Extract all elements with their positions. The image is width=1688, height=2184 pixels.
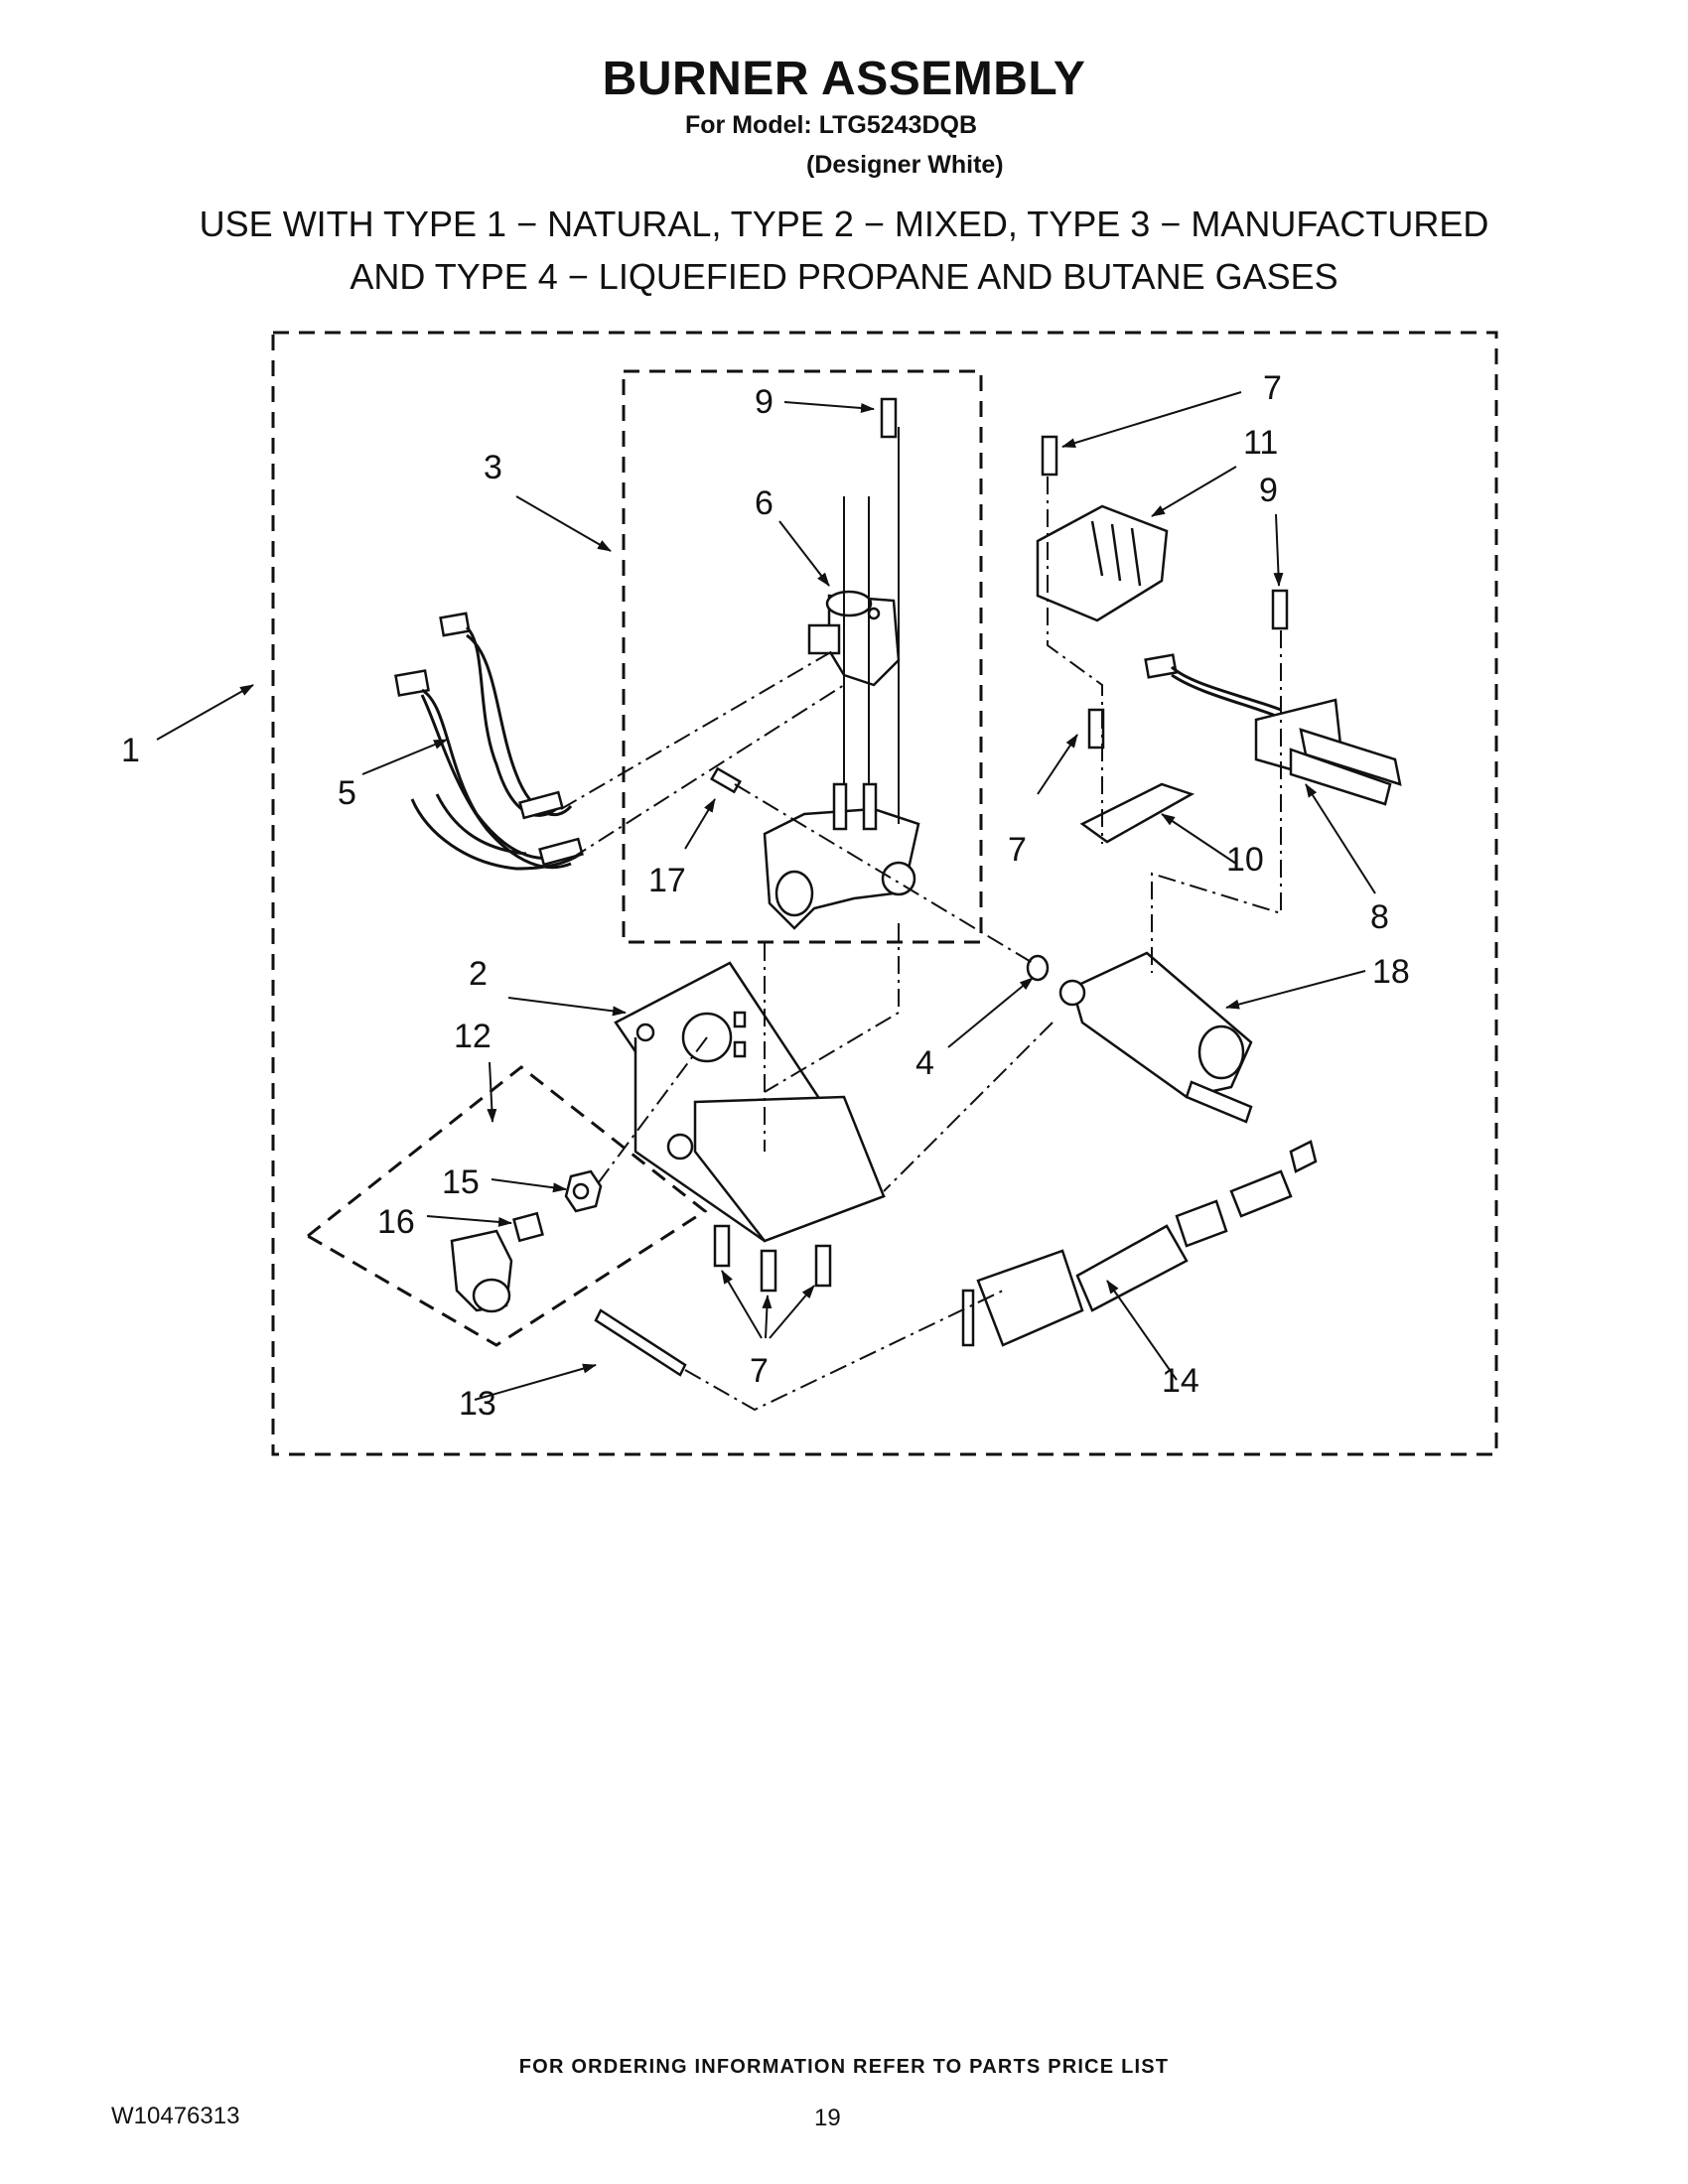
flame-sensor bbox=[961, 1140, 1318, 1347]
bracket-screws bbox=[713, 1224, 832, 1293]
callout-4: 4 bbox=[915, 1044, 934, 1082]
document-number: W10476313 bbox=[111, 2103, 240, 2129]
elbow-kit-boundary bbox=[305, 1065, 708, 1347]
gas-valve bbox=[763, 427, 920, 930]
burner-tube bbox=[1058, 951, 1253, 1124]
solenoid-coil bbox=[807, 590, 901, 687]
orifice bbox=[1026, 954, 1050, 982]
elbow-kit-parts bbox=[450, 1169, 603, 1313]
callout-18: 18 bbox=[1372, 953, 1410, 991]
wire-harness bbox=[394, 612, 584, 871]
page-title: BURNER ASSEMBLY bbox=[602, 53, 1086, 105]
callout-5: 5 bbox=[338, 774, 356, 812]
gas-type-line-1: USE WITH TYPE 1 − NATURAL, TYPE 2 − MIXE… bbox=[199, 204, 1489, 244]
stud-13 bbox=[594, 1308, 687, 1377]
connector-lines bbox=[560, 477, 1282, 1412]
model-line: For Model: LTG5243DQB bbox=[685, 111, 978, 139]
callout-17: 17 bbox=[648, 862, 686, 899]
burner-bracket bbox=[614, 961, 886, 1243]
page-number: 19 bbox=[814, 2105, 841, 2131]
callout-6: 6 bbox=[755, 484, 774, 522]
bracket-10 bbox=[1079, 782, 1196, 844]
callout-7-top: 7 bbox=[1263, 369, 1282, 407]
leader-arrows bbox=[156, 391, 1376, 1401]
assembly-boundary bbox=[271, 331, 1498, 1456]
callouts: 1 2 3 4 5 6 7 7 7 8 9 9 10 11 12 13 14 1… bbox=[121, 369, 1410, 1423]
callout-7-mid: 7 bbox=[1008, 831, 1027, 869]
callout-10: 10 bbox=[1226, 841, 1264, 879]
callout-3: 3 bbox=[484, 449, 502, 486]
ordering-note: FOR ORDERING INFORMATION REFER TO PARTS … bbox=[518, 2056, 1170, 2078]
callout-11: 11 bbox=[1243, 424, 1278, 462]
callout-2: 2 bbox=[469, 955, 488, 993]
igniter bbox=[1144, 653, 1402, 806]
callout-14: 14 bbox=[1162, 1362, 1199, 1400]
variant-line: (Designer White) bbox=[806, 151, 1004, 179]
callout-1: 1 bbox=[121, 732, 140, 769]
screw-17 bbox=[710, 766, 742, 794]
callout-9-left: 9 bbox=[755, 383, 774, 421]
callout-8: 8 bbox=[1370, 898, 1389, 936]
callout-9-right: 9 bbox=[1259, 472, 1278, 509]
callout-12: 12 bbox=[454, 1018, 492, 1055]
top-right-screws bbox=[880, 397, 1289, 750]
callout-15: 15 bbox=[442, 1163, 480, 1201]
gas-type-line-2: AND TYPE 4 − LIQUEFIED PROPANE AND BUTAN… bbox=[350, 256, 1338, 297]
callout-13: 13 bbox=[459, 1385, 496, 1423]
callout-16: 16 bbox=[377, 1203, 415, 1241]
bracket-11 bbox=[1036, 504, 1169, 622]
callout-7-bottom: 7 bbox=[750, 1352, 769, 1390]
